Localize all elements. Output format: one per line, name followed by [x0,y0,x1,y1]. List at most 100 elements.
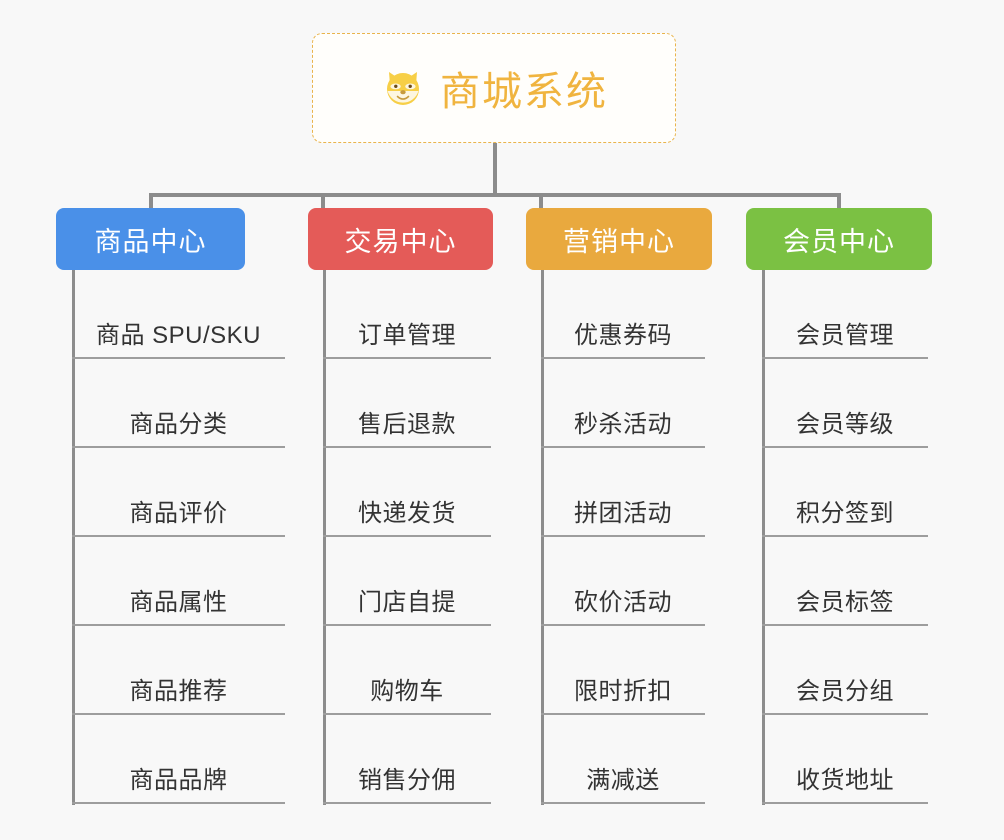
list-item-underline [762,535,928,537]
list-item-underline [323,713,491,715]
list-item[interactable]: 积分签到 [762,448,928,537]
list-item[interactable]: 商品品牌 [72,715,285,804]
list-item-underline [541,535,705,537]
connector-drop-1 [149,193,153,208]
list-item[interactable]: 购物车 [323,626,491,715]
list-item-underline [72,535,285,537]
column-header-4[interactable]: 会员中心 [746,208,932,270]
column-4: 会员中心会员管理会员等级积分签到会员标签会员分组收货地址 [746,208,932,805]
list-item[interactable]: 优惠券码 [541,270,705,359]
list-item-underline [762,713,928,715]
list-item-label-商品推荐: 商品推荐 [129,678,228,705]
list-item-label-限时折扣: 限时折扣 [574,678,672,705]
list-item-label-会员等级: 会员等级 [796,411,894,438]
list-item[interactable]: 限时折扣 [541,626,705,715]
list-item[interactable]: 拼团活动 [541,448,705,537]
column-spine-4 [762,270,765,805]
connector-horizontal-bus [149,193,841,197]
root-title: 商城系统 [440,70,608,114]
list-item[interactable]: 砍价活动 [541,537,705,626]
column-spine-3 [541,270,544,805]
column-items-3: 优惠券码秒杀活动拼团活动砍价活动限时折扣满减送 [541,270,705,804]
list-item-label-商品分类: 商品分类 [129,411,228,438]
connector-drop-2 [321,193,325,208]
list-item[interactable]: 秒杀活动 [541,359,705,448]
connector-drop-3 [539,193,543,208]
list-item-underline [541,802,705,804]
list-item[interactable]: 销售分佣 [323,715,491,804]
list-item-underline [72,624,285,626]
list-item-underline [762,357,928,359]
list-item-label-秒杀活动: 秒杀活动 [574,411,672,438]
list-item-underline [541,446,705,448]
list-item[interactable]: 会员等级 [762,359,928,448]
column-header-3[interactable]: 营销中心 [526,208,712,270]
list-item[interactable]: 商品分类 [72,359,285,448]
list-item[interactable]: 会员标签 [762,537,928,626]
list-item[interactable]: 售后退款 [323,359,491,448]
list-item-underline [72,713,285,715]
list-item-label-拼团活动: 拼团活动 [574,500,672,527]
column-spine-2 [323,270,326,805]
list-item-label-销售分佣: 销售分佣 [358,767,456,794]
list-item[interactable]: 商品推荐 [72,626,285,715]
column-header-1[interactable]: 商品中心 [56,208,245,270]
list-item-label-优惠券码: 优惠券码 [574,322,672,349]
column-1: 商品中心商品 SPU/SKU 商品分类商品评价商品属性商品推荐商品品牌 [56,208,285,805]
column-items-1: 商品 SPU/SKU 商品分类商品评价商品属性商品推荐商品品牌 [72,270,285,804]
list-item-underline [72,802,285,804]
list-item-label-收货地址: 收货地址 [796,767,894,794]
shiba-dog-face-icon [380,65,426,111]
list-item-label-商品属性: 商品属性 [129,589,228,616]
list-item[interactable]: 收货地址 [762,715,928,804]
list-item-label-砍价活动: 砍价活动 [574,589,672,616]
list-item[interactable]: 会员管理 [762,270,928,359]
list-item-underline [762,624,928,626]
column-header-label: 交易中心 [344,226,457,257]
column-items-2: 订单管理售后退款快递发货门店自提购物车销售分佣 [323,270,491,804]
list-item[interactable]: 满减送 [541,715,705,804]
connector-root-stem [493,143,497,195]
list-item-underline [323,802,491,804]
root-node[interactable]: 商城系统 [312,33,676,143]
column-header-label: 会员中心 [783,226,895,257]
connector-drop-4 [837,193,841,208]
list-item-underline [541,713,705,715]
list-item-label-快递发货: 快递发货 [358,500,456,527]
list-item-underline [762,446,928,448]
list-item-label-会员分组: 会员分组 [796,678,894,705]
list-item-underline [323,624,491,626]
list-item-underline [762,802,928,804]
column-spine-1 [72,270,75,805]
list-item-underline [323,446,491,448]
list-item-label-商品-SPU-SKU: 商品 SPU/SKU [95,322,262,349]
list-item-label-积分签到: 积分签到 [796,500,894,527]
list-item-underline [541,624,705,626]
list-item[interactable]: 快递发货 [323,448,491,537]
list-item-underline [323,357,491,359]
list-item-underline [323,535,491,537]
list-item[interactable]: 会员分组 [762,626,928,715]
list-item-label-会员标签: 会员标签 [796,589,894,616]
column-2: 交易中心订单管理售后退款快递发货门店自提购物车销售分佣 [308,208,493,805]
list-item[interactable]: 门店自提 [323,537,491,626]
list-item[interactable]: 订单管理 [323,270,491,359]
list-item-underline [72,446,285,448]
list-item-label-商品品牌: 商品品牌 [129,767,228,794]
column-header-2[interactable]: 交易中心 [308,208,493,270]
list-item-underline [541,357,705,359]
list-item-label-购物车: 购物车 [370,678,444,705]
list-item-underline [72,357,285,359]
list-item[interactable]: 商品属性 [72,537,285,626]
list-item-label-订单管理: 订单管理 [358,322,456,349]
list-item-label-门店自提: 门店自提 [358,589,456,616]
column-items-4: 会员管理会员等级积分签到会员标签会员分组收货地址 [762,270,928,804]
list-item-label-商品评价: 商品评价 [129,500,228,527]
column-3: 营销中心优惠券码秒杀活动拼团活动砍价活动限时折扣满减送 [526,208,712,805]
column-header-label: 营销中心 [563,226,675,257]
list-item[interactable]: 商品评价 [72,448,285,537]
list-item-label-售后退款: 售后退款 [358,411,456,438]
list-item-label-满减送: 满减送 [586,767,660,794]
list-item[interactable]: 商品 SPU/SKU [72,270,285,359]
